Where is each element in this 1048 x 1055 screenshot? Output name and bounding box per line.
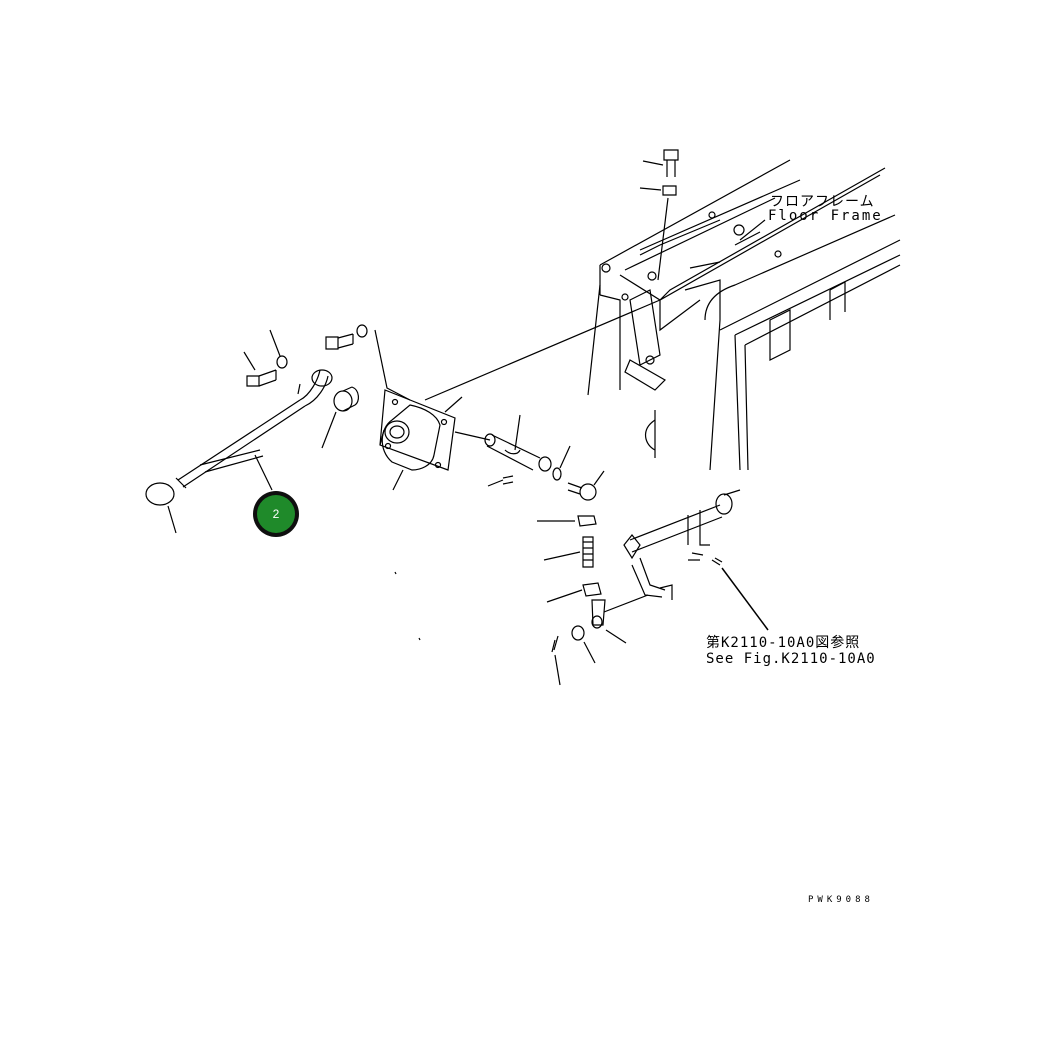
floor-frame-label-en: Floor Frame xyxy=(768,208,883,224)
lever-knob xyxy=(146,483,176,533)
leader-line xyxy=(425,300,660,400)
threaded-rod xyxy=(544,537,593,567)
leader-line xyxy=(588,285,600,395)
top-nut xyxy=(640,186,676,280)
top-bolt xyxy=(643,150,678,177)
ball-joint xyxy=(568,471,604,500)
part-callout-fill: 2 xyxy=(257,495,295,533)
leader-line xyxy=(375,330,410,400)
figure-reference-en: See Fig.K2110-10A0 xyxy=(706,651,876,667)
lever-bolt xyxy=(244,352,276,386)
lever-washer xyxy=(270,330,300,394)
end-nut xyxy=(572,626,595,663)
rod-end xyxy=(592,600,626,643)
frame-leader xyxy=(740,220,765,240)
part-callout-number: 2 xyxy=(272,507,280,521)
linkage-assembly xyxy=(604,490,768,630)
shaft xyxy=(455,415,551,471)
stray-mark xyxy=(419,638,420,640)
shaft-washer xyxy=(553,446,570,480)
part-callout-2[interactable]: 2 xyxy=(253,491,299,537)
housing-bolt xyxy=(326,325,367,349)
drawing-code: PWK9088 xyxy=(808,895,874,905)
lock-nut xyxy=(537,516,596,526)
bushing xyxy=(322,387,358,448)
cotter-pin xyxy=(552,636,560,685)
bracket-housing xyxy=(380,390,462,490)
figure-reference-jp: 第K2110-10A0図参照 xyxy=(706,635,861,651)
floor-frame xyxy=(600,160,900,470)
stray-mark xyxy=(395,572,396,574)
pin xyxy=(488,476,513,486)
lever-rod xyxy=(176,370,332,490)
rod-nut xyxy=(547,583,601,602)
floor-frame-label-jp: フロアフレーム xyxy=(770,194,875,210)
